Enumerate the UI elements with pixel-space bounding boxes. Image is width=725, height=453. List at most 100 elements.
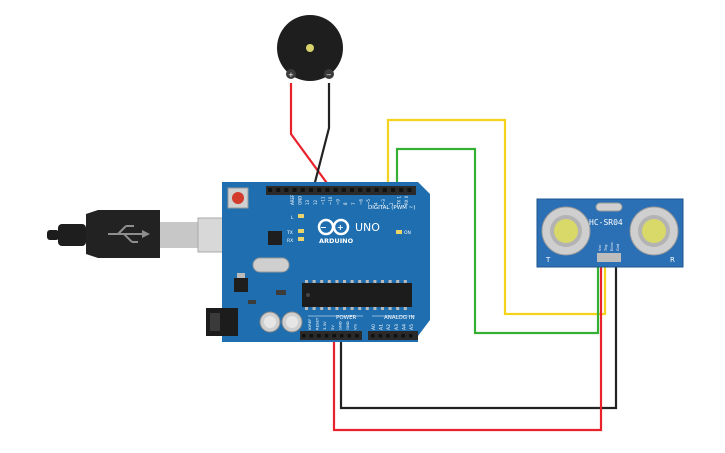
wires [289, 83, 618, 432]
digital-pin-label: 8 [343, 202, 348, 205]
model-label: UNO [355, 221, 380, 234]
l-led [298, 214, 304, 218]
header-pin [399, 188, 404, 192]
digital-pin-label: ~10 [328, 196, 333, 205]
digital-pin-label: 12 [313, 199, 318, 205]
header-pin [358, 188, 363, 192]
power-pin-label: 5V [330, 325, 335, 330]
header-pin [284, 188, 289, 192]
piezo-buzzer[interactable]: + − [277, 15, 343, 81]
analog-pin-label: A0 [371, 324, 377, 330]
on-led [396, 230, 402, 234]
sensor-pin-label: Gnd [616, 244, 620, 251]
digital-pin-label: ~5 [366, 199, 371, 205]
atmega-chip-pins [305, 280, 407, 310]
analog-pin-label: A4 [401, 324, 407, 330]
atmega-chip [302, 283, 412, 307]
usb-icon [108, 225, 150, 243]
digital-pin-label: 7 [351, 202, 356, 205]
header-pin [341, 188, 346, 192]
crystal-oscillator [252, 257, 290, 273]
digital-label: DIGITAL (PWM ~) [368, 205, 415, 211]
logo-infinity-right [332, 218, 350, 236]
analog-pin-label: A5 [409, 324, 415, 330]
digital-pin-label: ~11 [320, 196, 325, 205]
wire-echo[interactable] [395, 147, 600, 335]
rx-led-label: RX [287, 238, 293, 244]
usb-plug-metal [160, 222, 198, 248]
sensor-pins [597, 253, 621, 262]
buzzer-center [306, 44, 314, 52]
brand-label: ARDUINO [319, 237, 354, 245]
digital-pin-label: RX 0 [404, 195, 409, 205]
header-pin [300, 188, 305, 192]
analog-pin-label: A3 [394, 324, 400, 330]
sensor-pin-label: Vcc [598, 245, 602, 251]
sensor-r-mark: R [670, 256, 675, 264]
digital-pin-label: 2 [389, 202, 394, 205]
tx-led-label: TX [286, 230, 293, 236]
digital-pin-label: ~6 [358, 199, 363, 205]
power-header [300, 331, 362, 340]
digital-pin-label: GND [298, 196, 303, 205]
header-pin [366, 188, 371, 192]
digital-pin-label: ~3 [381, 199, 386, 205]
digital-header-pins [268, 188, 412, 192]
buzzer-minus-label: − [326, 71, 332, 79]
digital-pin-label: 4 [374, 202, 379, 205]
header-pin [268, 188, 272, 192]
digital-pin-label: TX 1 [396, 196, 401, 206]
usb-chip [268, 231, 282, 245]
l-led-label: L [291, 215, 294, 221]
digital-pin-label: AREF [290, 194, 295, 205]
usb-cable-tip [47, 230, 59, 240]
voltage-regulator [234, 278, 248, 292]
header-pin [407, 188, 412, 192]
digital-pin-label: 13 [305, 199, 310, 205]
sensor-crystal [595, 202, 623, 212]
sensor-t-mark: T [545, 256, 551, 264]
sensor-pin-label: Trig [604, 245, 608, 252]
header-pin [292, 188, 297, 192]
power-pin-label: GND [337, 321, 342, 330]
header-pin [325, 188, 330, 192]
power-pin-label: RESET [315, 317, 320, 330]
analog-pin-label: A1 [379, 324, 385, 330]
bottom-header-pins [302, 334, 413, 338]
sensor-model-label: HC-SR04 [589, 218, 623, 227]
header-pin [374, 188, 379, 192]
power-pin-label: 3.3V [322, 321, 327, 330]
wire-trig[interactable] [386, 118, 607, 316]
power-pin-label: Vin [353, 323, 358, 330]
header-pin [309, 188, 313, 192]
header-pin [317, 188, 322, 192]
digital-header [266, 186, 416, 195]
on-led-label: ON [404, 230, 411, 236]
arduino-logo: − + [317, 218, 350, 236]
usb-cable-sleeve [58, 224, 86, 246]
power-label: POWER [336, 315, 357, 321]
power-pin-label: GND [345, 321, 350, 330]
tx-led [298, 229, 304, 233]
wire-vcc[interactable] [332, 262, 603, 432]
usb-cable[interactable] [47, 210, 229, 258]
sensor-pin-label: Echo [610, 242, 614, 251]
header-pin [276, 188, 281, 192]
power-pin-label: IOREF [307, 319, 312, 330]
header-pin [391, 188, 395, 192]
header-pin [350, 188, 354, 192]
wire-gnd[interactable] [339, 262, 618, 410]
wire-buzzer-minus[interactable] [311, 83, 331, 191]
rx-led [298, 237, 304, 241]
analog-pin-label: A2 [386, 324, 392, 330]
svg-text:−: − [320, 223, 327, 232]
digital-pin-label: ~9 [336, 199, 341, 205]
svg-text:+: + [337, 223, 344, 232]
